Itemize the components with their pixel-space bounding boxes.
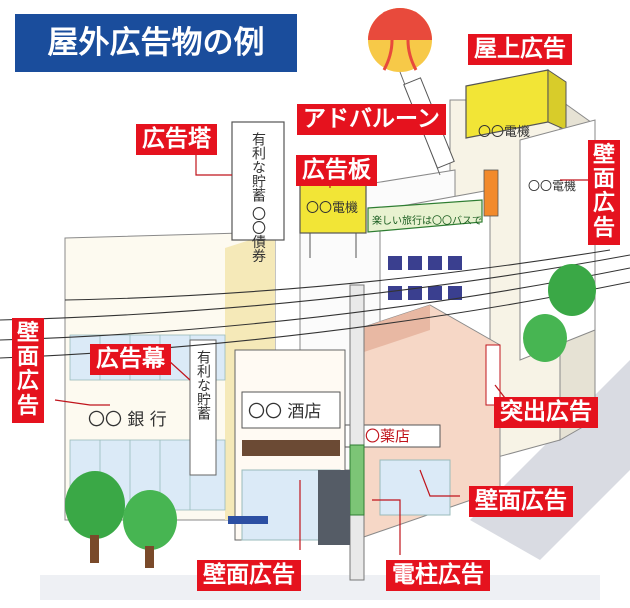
label-ad-balloon: アドバルーン bbox=[297, 104, 446, 135]
transformer-box bbox=[318, 470, 350, 545]
label-ad-board: 広告板 bbox=[296, 155, 377, 186]
tree-left bbox=[65, 471, 125, 563]
label-ad-banner: 広告幕 bbox=[90, 344, 171, 375]
pole-ad bbox=[349, 444, 365, 516]
label-wall-ad-bottom: 壁面広告 bbox=[197, 560, 301, 591]
bank-text: 〇〇 銀 行 bbox=[88, 410, 167, 430]
center-windows bbox=[388, 256, 462, 300]
board-ad bbox=[299, 182, 367, 234]
label-projecting-ad: 突出広告 bbox=[494, 397, 598, 428]
tree-right bbox=[523, 264, 596, 362]
pharmacy-text: 〇〇薬店 bbox=[350, 427, 410, 445]
bus-sign-text: 楽しい旅行は〇〇バスで bbox=[372, 214, 482, 227]
vertical-banner bbox=[189, 339, 217, 476]
board-sign-text: 〇〇電機 bbox=[306, 201, 358, 216]
page-title: 屋外広告物の例 bbox=[15, 14, 297, 72]
liquor-text: 〇〇 酒店 bbox=[248, 402, 321, 422]
ground bbox=[40, 575, 600, 600]
label-ad-tower: 広告塔 bbox=[136, 124, 217, 155]
label-pole-ad: 電柱広告 bbox=[386, 560, 490, 591]
tree-mid bbox=[123, 490, 177, 568]
bus-sign bbox=[367, 199, 483, 233]
banner-sign-text: 有利な貯蓄 bbox=[195, 350, 211, 421]
label-wall-ad-right: 壁面広告 bbox=[588, 140, 620, 245]
tower-ad bbox=[231, 121, 285, 241]
advertising-balloon bbox=[368, 8, 455, 176]
tower-sign-text: 有利な貯蓄 〇〇債券 bbox=[250, 132, 266, 264]
power-lines bbox=[0, 249, 630, 359]
vertical-roof-sign bbox=[483, 169, 499, 217]
label-wall-ad-center: 壁面広告 bbox=[469, 486, 573, 517]
roof-sign-text: 〇〇電機 bbox=[478, 125, 530, 140]
projecting-sign bbox=[485, 344, 501, 406]
utility-pole bbox=[349, 284, 365, 581]
label-rooftop-ad: 屋上広告 bbox=[468, 34, 572, 65]
label-wall-ad-left: 壁面広告 bbox=[12, 318, 44, 423]
right-wall-sign-text: 〇〇電機 bbox=[528, 178, 576, 193]
bench bbox=[228, 516, 268, 524]
